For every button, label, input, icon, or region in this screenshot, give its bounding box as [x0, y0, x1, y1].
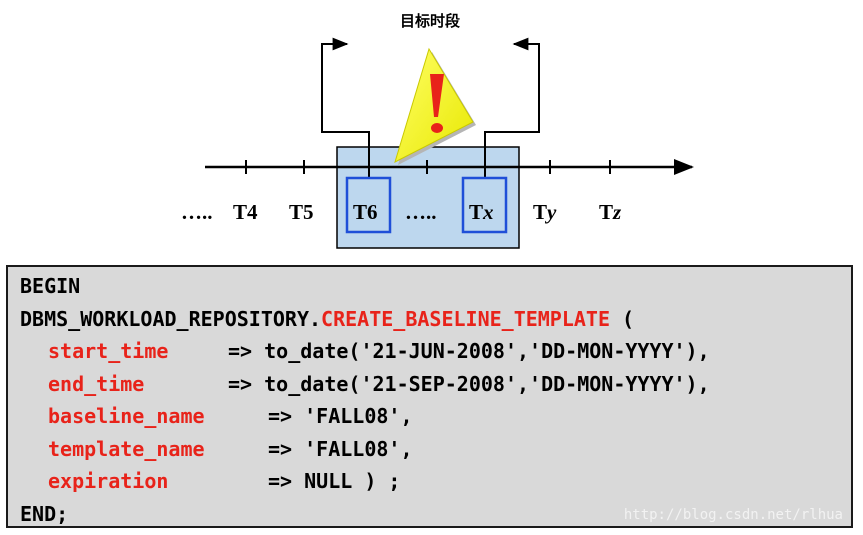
param-value: => NULL ) ;	[268, 469, 401, 493]
code-package: DBMS_WORKLOAD_REPOSITORY.	[20, 307, 322, 331]
label-t6: T6	[353, 200, 378, 224]
label-t4: T4	[233, 200, 258, 224]
label-ty: Ty	[533, 200, 557, 224]
target-period-title: 目标时段	[400, 12, 460, 30]
code-param: baseline_name => 'FALL08',	[48, 402, 413, 430]
code-end: END;	[20, 502, 69, 526]
param-value: => to_date('21-SEP-2008','DD-MON-YYYY'),	[228, 372, 710, 396]
param-name: end_time	[48, 372, 145, 396]
label-tx: Tx	[469, 200, 494, 224]
watermark: http://blog.csdn.net/rlhua	[623, 507, 843, 523]
param-value: => 'FALL08',	[268, 437, 413, 461]
exclamation-dot	[431, 123, 443, 133]
param-name: template_name	[48, 437, 205, 461]
param-value: => to_date('21-JUN-2008','DD-MON-YYYY'),	[228, 339, 710, 363]
label-t5: T5	[289, 200, 314, 224]
param-value: => 'FALL08',	[268, 404, 413, 428]
code-param: expiration => NULL ) ;	[48, 467, 400, 495]
code-begin: BEGIN	[20, 274, 81, 298]
code-param: template_name => 'FALL08',	[48, 435, 413, 463]
timeline-diagram: 目标时段 ….. T4 T5 T6 ….. Tx Ty Tz	[181, 12, 694, 249]
code-param: end_time => to_date('21-SEP-2008','DD-MON…	[48, 370, 710, 398]
t6-box	[345, 176, 392, 234]
right-bracket-arrow	[484, 37, 540, 178]
tx-box	[461, 176, 508, 234]
param-name: start_time	[48, 339, 169, 363]
code-param: start_time => to_date('21-JUN-2008','DD-M…	[48, 337, 710, 365]
ellipsis-left: …..	[181, 200, 213, 224]
code-call: DBMS_WORKLOAD_REPOSITORY.CREATE_BASELINE…	[20, 305, 634, 333]
code-open-paren: (	[610, 307, 635, 331]
param-name: expiration	[48, 469, 169, 493]
warning-icon	[394, 47, 476, 165]
left-bracket-arrow	[321, 37, 370, 178]
label-tz: Tz	[599, 200, 622, 224]
exclamation-bar	[430, 74, 444, 117]
code-panel: BEGIN DBMS_WORKLOAD_REPOSITORY.CREATE_BA…	[6, 265, 853, 528]
ellipsis-mid: …..	[405, 200, 437, 224]
code-procedure: CREATE_BASELINE_TEMPLATE	[321, 307, 611, 331]
param-name: baseline_name	[48, 404, 205, 428]
